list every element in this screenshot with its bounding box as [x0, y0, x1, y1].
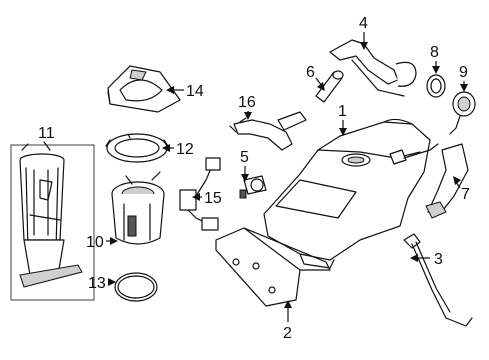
- callout-label-12: 12: [176, 141, 194, 158]
- part-13-o-ring: [114, 272, 158, 302]
- callout-arrow-4: [360, 42, 368, 50]
- part-3-strap: [403, 233, 473, 327]
- callout-label-4: 4: [359, 15, 368, 32]
- part-9-cap: [449, 91, 476, 135]
- callout-label-5: 5: [240, 149, 249, 166]
- callout-label-9: 9: [459, 64, 468, 81]
- callout-arrow-8: [432, 66, 440, 74]
- callout-label-15: 15: [204, 190, 222, 207]
- part-16-vent-hose: [229, 111, 307, 151]
- callout-arrow-3: [410, 254, 418, 262]
- callout-label-13: 13: [88, 275, 106, 292]
- callout-label-6: 6: [306, 64, 315, 81]
- callout-label-2: 2: [283, 325, 292, 342]
- callout-label-8: 8: [430, 44, 439, 61]
- callout-label-16: 16: [238, 94, 256, 111]
- part-14-cover: [107, 65, 181, 113]
- callout-arrow-10: [110, 237, 118, 245]
- callout-label-7: 7: [461, 186, 470, 203]
- callout-arrow-14: [166, 86, 174, 94]
- callouts: 1 2 3 4 5 6 7 8 9 10: [38, 15, 470, 342]
- part-1-fuel-tank: [263, 118, 439, 269]
- callout-label-11: 11: [38, 125, 55, 142]
- callout-arrow-6: [317, 82, 325, 91]
- callout-arrow-2: [284, 300, 292, 308]
- callout-label-10: 10: [86, 234, 104, 251]
- part-11-fuel-pump-module: [10, 141, 95, 301]
- part-6-hose: [315, 70, 344, 103]
- part-12-lock-ring: [105, 133, 169, 163]
- part-5-bracket: [239, 175, 267, 199]
- part-11-frame: [10, 144, 95, 301]
- callout-arrow-9: [460, 84, 468, 92]
- callout-arrow-5: [241, 174, 249, 182]
- callout-label-1: 1: [338, 103, 347, 120]
- callout-arrow-7: [453, 176, 461, 185]
- callout-label-14: 14: [186, 83, 204, 100]
- callout-arrow-12: [162, 144, 170, 152]
- part-8-gasket: [426, 74, 446, 98]
- callout-label-3: 3: [434, 251, 443, 268]
- callout-arrow-16: [244, 112, 252, 120]
- part-15-sender-unit: [179, 157, 221, 231]
- part-10-pump-assembly: [111, 171, 165, 245]
- part-4-filler-tube: [329, 39, 417, 97]
- callout-arrow-1: [339, 128, 347, 136]
- part-2-skid-plate: [215, 227, 331, 307]
- callout-arrow-13: [108, 278, 116, 286]
- part-7-heat-shield: [425, 143, 469, 219]
- callout-arrow-15: [192, 193, 200, 201]
